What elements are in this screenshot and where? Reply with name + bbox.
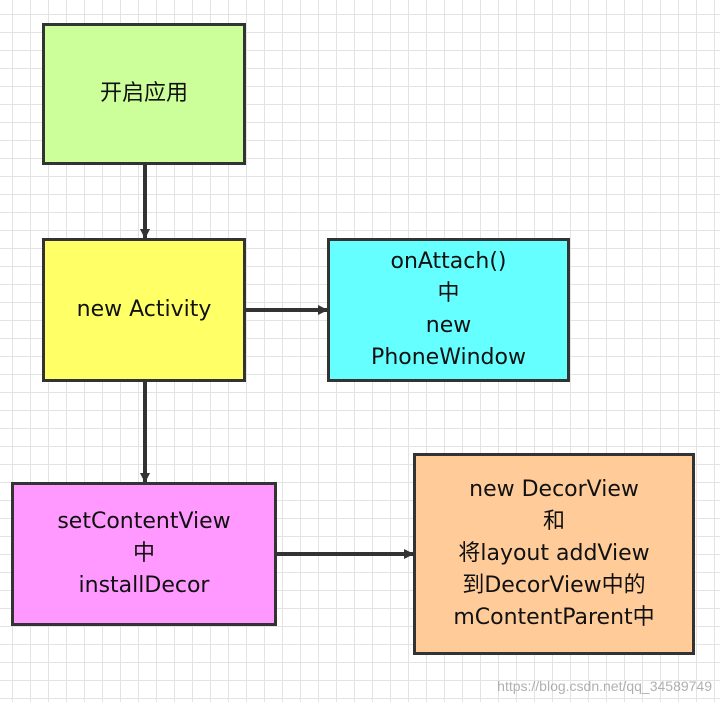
- node-decorview-line-5: mContentParent中: [453, 605, 655, 630]
- node-onattach-line-1: onAttach(): [390, 249, 507, 274]
- node-start-app: 开启应用: [42, 23, 246, 165]
- node-start-app-line: 开启应用: [99, 81, 188, 106]
- node-decorview-line-2: 和: [542, 509, 565, 534]
- node-setcontentview-line-2: 中: [132, 541, 155, 566]
- node-decorview-line-4: 到DecorView中的: [462, 573, 646, 598]
- node-decorview-line-3: 将layout addView: [458, 541, 650, 566]
- node-onattach-line-2: 中: [437, 281, 460, 306]
- node-setcontentview-line-3: installDecor: [78, 573, 210, 598]
- node-new-activity: new Activity: [42, 238, 246, 382]
- node-onattach-line-4: PhoneWindow: [371, 345, 526, 370]
- node-decorview-line-1: new DecorView: [469, 477, 639, 502]
- node-onattach-line-3: new: [425, 313, 472, 338]
- node-setcontentview-installdecor: setContentView 中 installDecor: [11, 482, 277, 626]
- watermark: https://blog.csdn.net/qq_34589749: [497, 678, 712, 694]
- node-onattach-phonewindow: onAttach() 中 new PhoneWindow: [327, 238, 570, 382]
- node-new-activity-line: new Activity: [76, 297, 212, 322]
- node-setcontentview-line-1: setContentView: [57, 509, 231, 534]
- node-new-decorview: new DecorView 和 将layout addView 到DecorVi…: [413, 453, 695, 655]
